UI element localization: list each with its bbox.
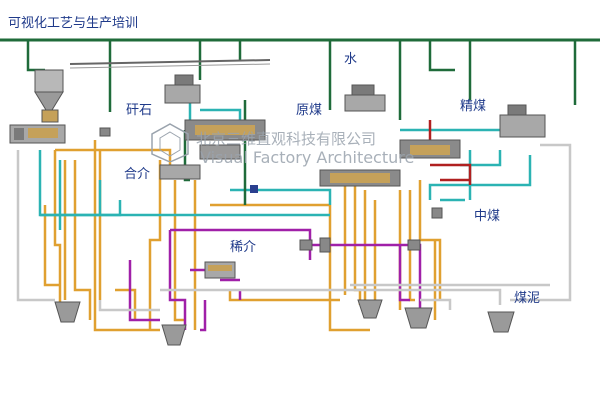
middle-screen-equipment	[319, 139, 461, 187]
water-label: 水	[344, 52, 358, 67]
feed-hopper-equipment	[34, 69, 64, 123]
gangue-screen-equipment	[164, 74, 201, 104]
sump-tank-equipment	[54, 299, 515, 346]
middling-screen-equipment	[159, 164, 201, 180]
gangue-label: 矸石	[126, 103, 153, 118]
clean-coal-screen-equipment	[499, 104, 546, 138]
middling-coal-label: 中煤	[474, 209, 501, 224]
watermark-cn: 北京三维直观科技有限公司	[196, 130, 377, 148]
water-drop-pipes	[26, 40, 577, 120]
slime-label: 煤泥	[514, 291, 541, 306]
raw-coal-screen-equipment	[344, 84, 386, 112]
raw-coal-label: 原煤	[296, 103, 323, 118]
middling-product-label: 合介	[124, 167, 151, 182]
overhead-conveyor	[69, 59, 271, 69]
process-water-pipes	[183, 100, 247, 205]
jig-equipment	[9, 124, 66, 144]
clean-coal-label: 精煤	[460, 99, 487, 114]
dilute-medium-label: 稀介	[230, 240, 257, 255]
central-separator-equipment	[184, 119, 266, 160]
magnetic-separator-equipment	[204, 261, 236, 279]
pump-equipment	[99, 127, 443, 253]
watermark-en: Visual Factory Architecture	[200, 148, 415, 167]
slime-pipes	[16, 143, 572, 312]
page-title: 可视化工艺与生产培训	[8, 16, 139, 31]
watermark-logo	[151, 123, 189, 162]
